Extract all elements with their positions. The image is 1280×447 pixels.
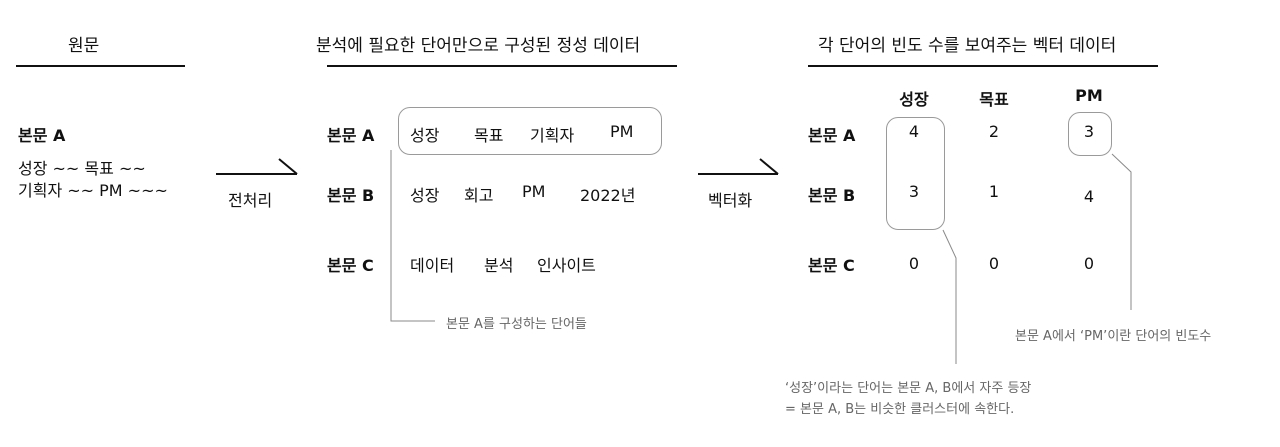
qual-word: 성장 bbox=[410, 186, 440, 205]
vector-cell: 1 bbox=[988, 182, 1000, 201]
qual-row-label-c: 본문 C bbox=[327, 256, 374, 275]
qual-word: 데이터 bbox=[410, 256, 455, 275]
vector-title: 각 단어의 빈도 수를 보여주는 벡터 데이터 bbox=[818, 36, 1117, 56]
qual-word: 2022년 bbox=[580, 186, 636, 205]
vector-cell: 3 bbox=[908, 182, 920, 201]
vec-row-label-b: 본문 B bbox=[808, 186, 856, 205]
original-title-rule bbox=[16, 65, 185, 67]
vector-cell: 0 bbox=[988, 254, 1000, 273]
vector-cell: 2 bbox=[988, 122, 1000, 141]
qual-row-label-a: 본문 A bbox=[327, 126, 375, 145]
vec-row-label-c: 본문 C bbox=[808, 256, 855, 275]
vector-cell: 4 bbox=[1083, 187, 1095, 206]
pm-cell-highlight bbox=[1068, 112, 1112, 156]
qual-word: 분석 bbox=[484, 256, 514, 275]
qual-word: 기획자 bbox=[530, 126, 575, 145]
vector-col-header: 목표 bbox=[979, 90, 1009, 109]
pm-frequency-annotation: 본문 A에서 ‘PM’이란 단어의 빈도수 bbox=[1015, 329, 1212, 344]
original-doc-line2: 기획자 ~~ PM ~~~ bbox=[18, 181, 168, 200]
preprocess-label: 전처리 bbox=[228, 191, 273, 210]
vector-cell: 3 bbox=[1083, 122, 1095, 141]
qual-row-label-b: 본문 B bbox=[327, 186, 375, 205]
leader-line-pm bbox=[1111, 153, 1132, 310]
growth-annotation-line1: ‘성장’이라는 단어는 본문 A, B에서 자주 등장 bbox=[785, 381, 1032, 396]
arrow-preprocess-icon bbox=[216, 158, 298, 175]
growth-column-highlight bbox=[886, 117, 945, 230]
original-title: 원문 bbox=[68, 36, 100, 56]
vector-cell: 0 bbox=[908, 254, 920, 273]
qual-word: 회고 bbox=[464, 186, 494, 205]
qual-word: 성장 bbox=[410, 126, 440, 145]
qual-word: PM bbox=[610, 122, 634, 141]
vector-col-header: 성장 bbox=[899, 90, 929, 109]
doc-a-words-highlight bbox=[398, 107, 662, 155]
vector-cell: 0 bbox=[1083, 254, 1095, 273]
qualitative-title-rule bbox=[327, 65, 677, 67]
arrow-vectorize-icon bbox=[698, 158, 779, 175]
qual-word: 인사이트 bbox=[537, 256, 596, 275]
growth-annotation-line2: = 본문 A, B는 비슷한 클러스터에 속한다. bbox=[785, 402, 1015, 417]
qual-word: 목표 bbox=[474, 126, 504, 145]
doc-a-words-annotation: 본문 A를 구성하는 단어들 bbox=[446, 317, 587, 332]
qualitative-title: 분석에 필요한 단어만으로 구성된 정성 데이터 bbox=[316, 36, 641, 56]
vector-cell: 4 bbox=[908, 122, 920, 141]
vectorize-label: 벡터화 bbox=[708, 191, 753, 210]
vector-title-rule bbox=[808, 65, 1158, 67]
leader-line-doc-a-words bbox=[390, 150, 435, 322]
vector-col-header: PM bbox=[1075, 86, 1103, 105]
vec-row-label-a: 본문 A bbox=[808, 126, 856, 145]
leader-line-growth bbox=[942, 229, 957, 364]
original-doc-label: 본문 A bbox=[18, 126, 66, 145]
original-doc-line1: 성장 ~~ 목표 ~~ bbox=[18, 159, 146, 178]
qual-word: PM bbox=[522, 182, 546, 201]
